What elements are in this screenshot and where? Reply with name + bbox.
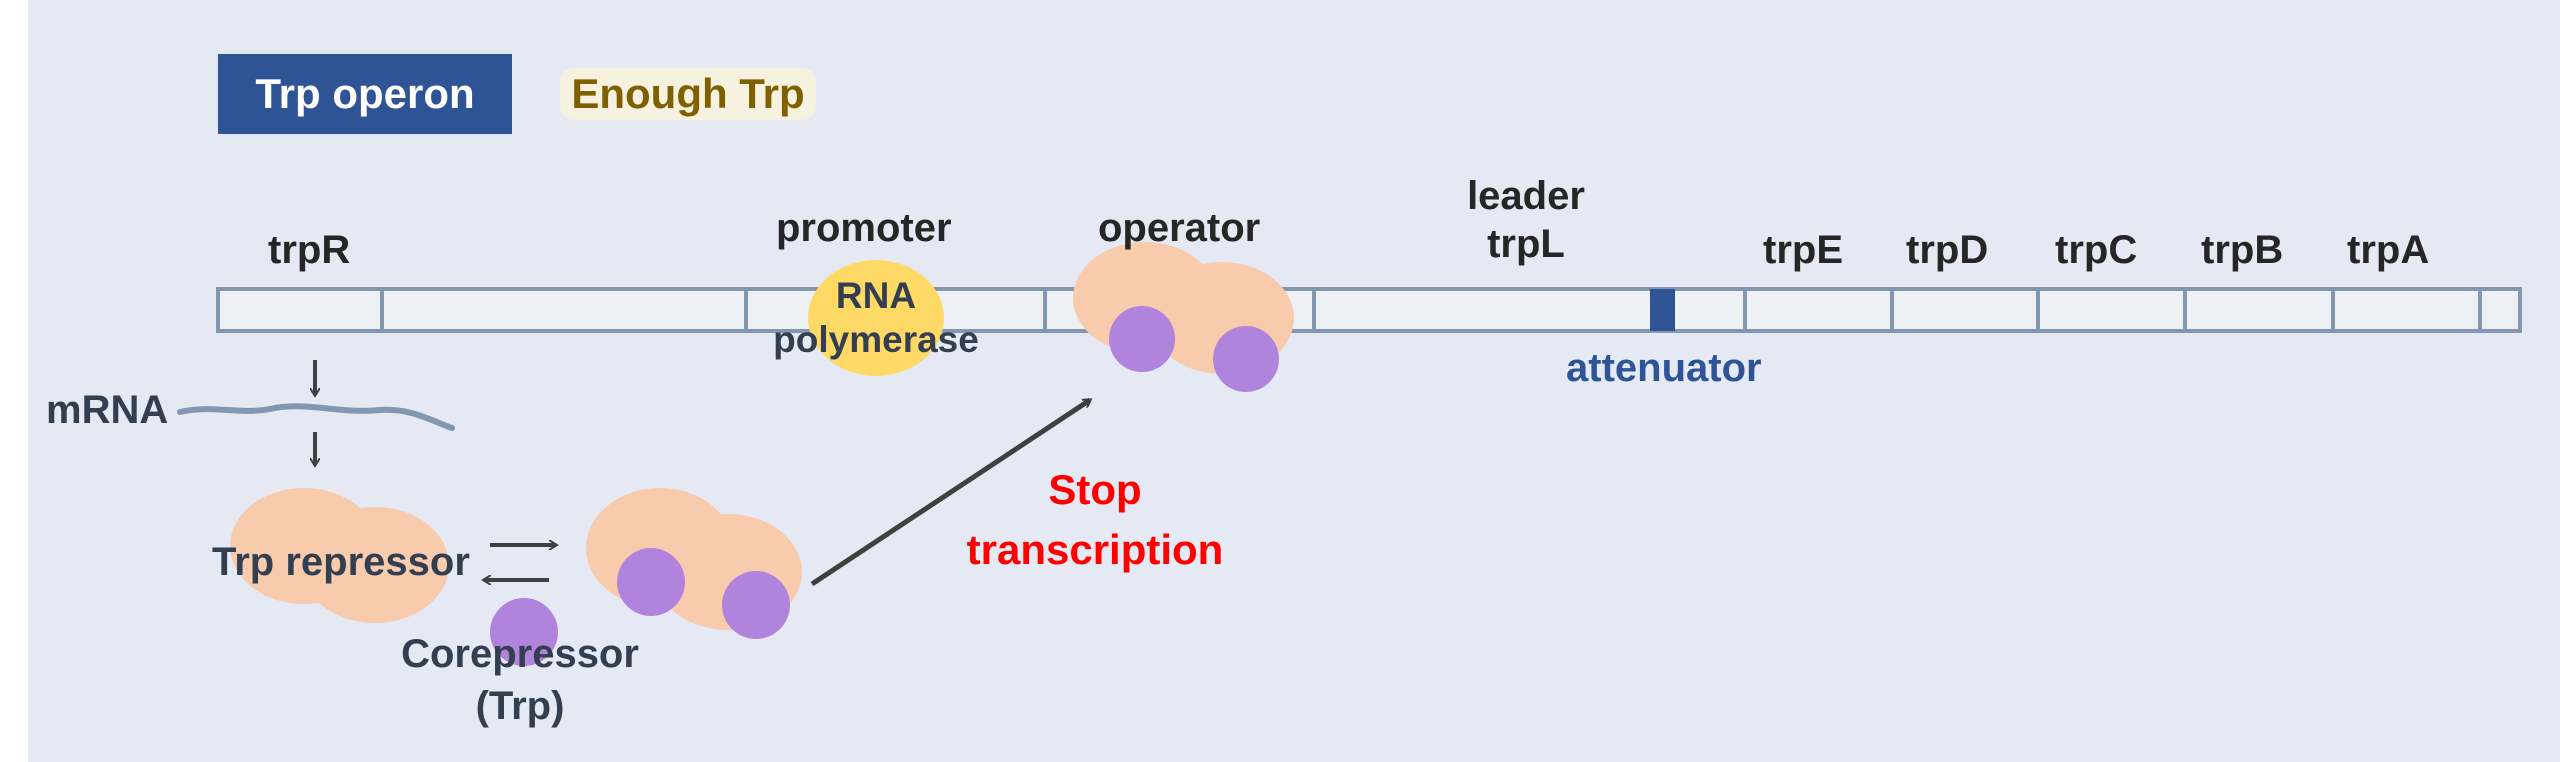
gene-label-trpA: trpA	[2347, 228, 2430, 272]
stop-transcription-label: Stop transcription	[950, 460, 1240, 580]
gene-label-trpE: trpE	[1763, 228, 1843, 272]
title-box: Trp operon	[218, 54, 512, 134]
condition-text: Enough Trp	[571, 70, 805, 117]
gene-label-trpB: trpB	[2201, 228, 2284, 272]
gene-label-promoter: promoter	[776, 206, 952, 250]
leader-line2: trpL	[1487, 222, 1565, 266]
rna-polymerase-line1: RNA	[835, 275, 917, 316]
free-repressor	[230, 488, 449, 623]
corepressor-label: Corepressor (Trp)	[400, 628, 640, 732]
gene-label-trpD: trpD	[1906, 228, 1989, 272]
title-text: Trp operon	[255, 70, 475, 117]
gene-label-operator: operator	[1098, 206, 1261, 250]
gene-label-trpC: trpC	[2055, 228, 2138, 272]
stop-line2: transcription	[966, 526, 1224, 573]
repressor-label: Trp repressor	[212, 540, 470, 584]
stop-line1: Stop	[1048, 466, 1142, 513]
mrna-label: mRNA	[46, 388, 169, 432]
mrna-strand	[177, 403, 455, 431]
attenuator-label: attenuator	[1566, 346, 1762, 390]
dna-strand	[216, 287, 2522, 333]
corepressor-bound-1	[1109, 306, 1175, 372]
active-repressor	[586, 488, 802, 639]
corepressor-active-2	[722, 571, 790, 639]
rna-polymerase-label: RNA polymerase	[766, 274, 986, 362]
arrow-repressor-to-operator	[810, 397, 1090, 587]
corepressor-line1: Corepressor	[401, 632, 639, 676]
corepressor-free	[490, 598, 558, 666]
leader-line1: leader	[1467, 174, 1585, 218]
attenuator-marker	[1650, 289, 1675, 331]
gene-label-leader: leader trpL	[1456, 172, 1596, 268]
rna-polymerase-blob	[808, 260, 944, 376]
condition-label: Enough Trp	[560, 68, 816, 120]
dna-backbone	[216, 287, 2522, 333]
gene-dividers	[380, 289, 2482, 331]
rna-polymerase-line2: polymerase	[773, 319, 979, 360]
corepressor-line2: (Trp)	[475, 684, 565, 728]
repressor-at-operator	[1073, 242, 1294, 392]
gene-label-trpR: trpR	[268, 228, 351, 272]
corepressor-active-1	[617, 548, 685, 616]
free-repressor-lobe-right	[301, 507, 449, 623]
corepressor-bound-2	[1213, 326, 1279, 392]
